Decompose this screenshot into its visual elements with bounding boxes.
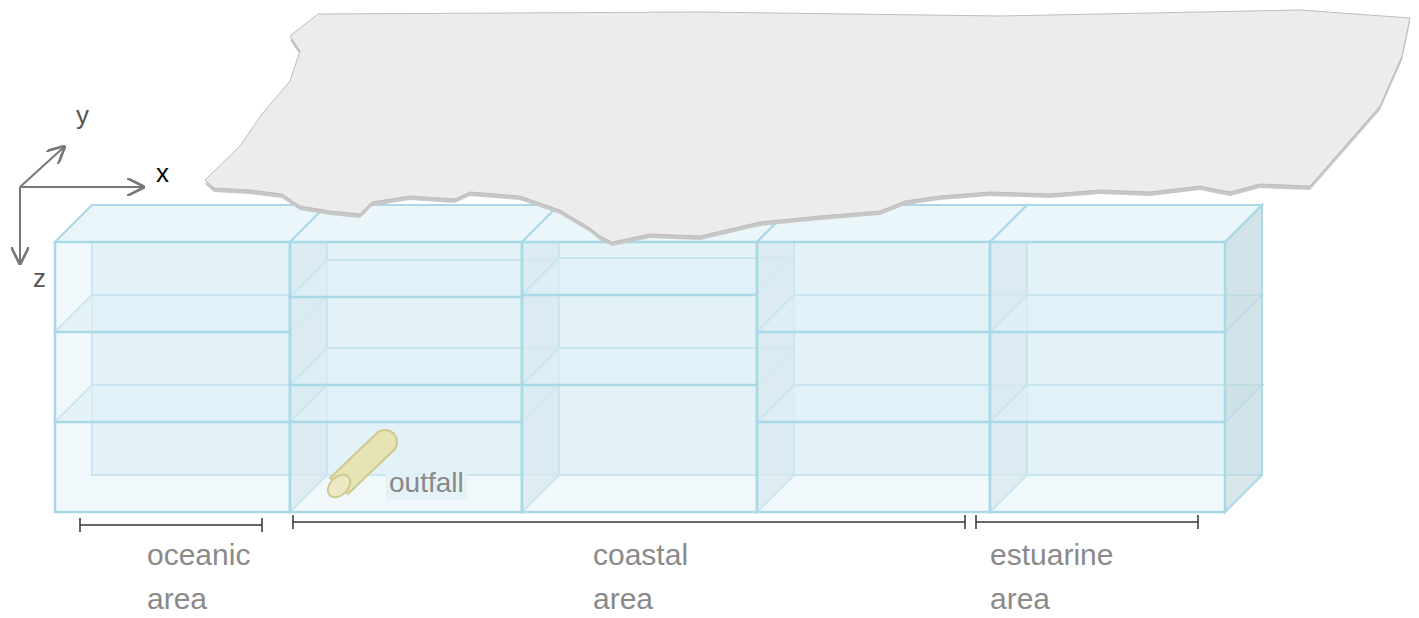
part-label: outfall <box>386 466 467 500</box>
axis-label: x <box>156 158 169 189</box>
axis-label: y <box>76 100 89 131</box>
area-label: oceanic area <box>147 533 250 618</box>
box-grid <box>55 205 1262 512</box>
area-brackets <box>80 515 1198 532</box>
axis-label: z <box>33 263 46 294</box>
land-mass <box>205 10 1410 246</box>
area-label: coastal area <box>593 533 688 618</box>
area-label: estuarine area <box>990 533 1113 618</box>
